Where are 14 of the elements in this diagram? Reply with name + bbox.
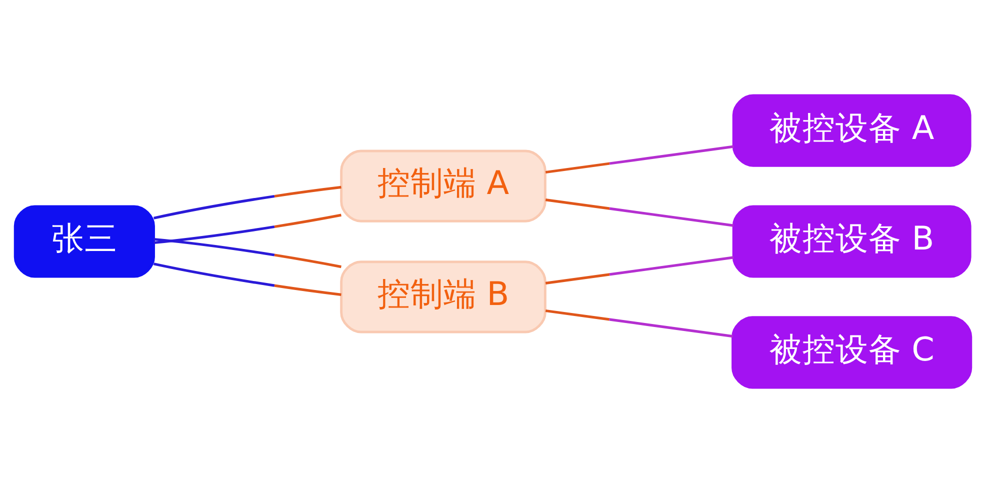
node-box: 被控设备 A xyxy=(732,94,972,166)
node-box: 张三 xyxy=(14,204,155,278)
node-box: 被控设备 C xyxy=(732,316,972,388)
connector xyxy=(154,262,342,296)
connector xyxy=(545,256,734,284)
connector xyxy=(154,213,342,244)
connector xyxy=(545,144,734,174)
node-box: 控制端 B xyxy=(340,260,546,333)
connector xyxy=(545,308,733,338)
connector xyxy=(154,185,342,219)
connector xyxy=(545,198,734,226)
node-box: 被控设备 B xyxy=(732,204,972,278)
node-box: 控制端 A xyxy=(340,149,546,222)
connector xyxy=(154,237,342,268)
